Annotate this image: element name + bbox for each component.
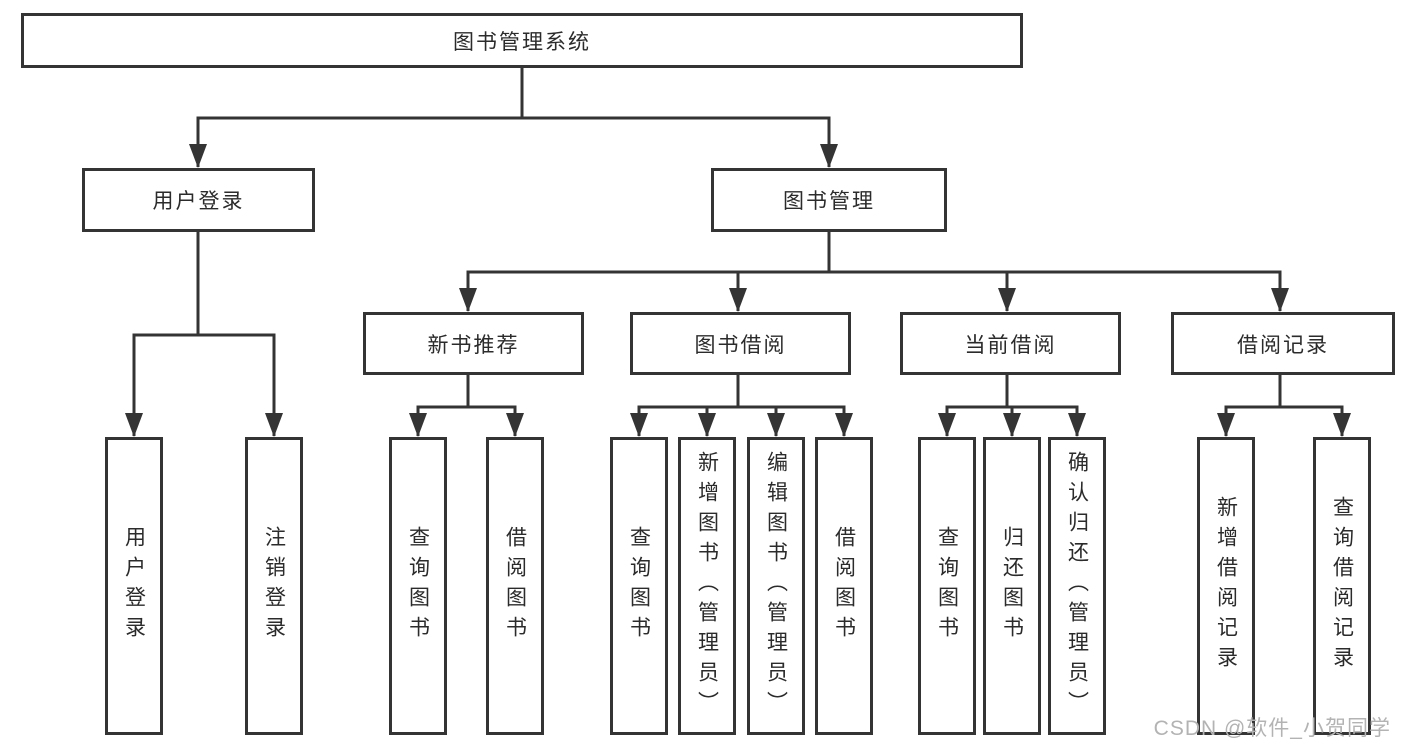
- node-leaf-return-books-label: 归还图书: [1000, 526, 1024, 646]
- node-leaf-logout-label: 注销登录: [262, 526, 286, 646]
- node-leaf-query-books-borrow: 查询图书: [610, 437, 668, 735]
- node-user-login-label: 用户登录: [152, 190, 245, 213]
- node-leaf-add-book-admin: 新增图书（管理员）: [678, 437, 736, 735]
- node-root: 图书管理系统: [21, 13, 1023, 68]
- branch-lines: [132, 66, 1344, 409]
- node-leaf-add-book-admin-label: 新增图书（管理员）: [695, 451, 719, 721]
- node-leaf-user-login: 用户登录: [105, 437, 163, 735]
- node-current-borrowing-label: 当前借阅: [964, 333, 1057, 357]
- node-leaf-add-borrow-record: 新增借阅记录: [1197, 437, 1255, 735]
- node-leaf-borrow-books-recommend: 借阅图书: [486, 437, 544, 735]
- node-book-management-label: 图书管理: [783, 190, 875, 213]
- node-leaf-borrow-books-label: 借阅图书: [832, 526, 856, 646]
- node-leaf-borrow-books-recommend-label: 借阅图书: [503, 526, 527, 646]
- node-leaf-user-login-label: 用户登录: [122, 526, 146, 646]
- node-new-book-recommend-label: 新书推荐: [427, 333, 520, 357]
- node-borrowing-records-label: 借阅记录: [1237, 333, 1329, 357]
- node-current-borrowing: 当前借阅: [900, 312, 1121, 375]
- node-leaf-query-books-current-label: 查询图书: [935, 526, 959, 646]
- arrow-stems: [125, 118, 1351, 437]
- node-borrowing-records: 借阅记录: [1171, 312, 1395, 375]
- node-leaf-add-borrow-record-label: 新增借阅记录: [1214, 496, 1238, 676]
- node-leaf-query-borrow-record-label: 查询借阅记录: [1330, 496, 1354, 676]
- node-new-book-recommend: 新书推荐: [363, 312, 584, 375]
- node-leaf-confirm-return-admin: 确认归还（管理员）: [1048, 437, 1106, 735]
- csdn-watermark: CSDN @软件_小贺同学: [1153, 717, 1391, 740]
- node-user-login: 用户登录: [82, 168, 315, 232]
- node-leaf-query-borrow-record: 查询借阅记录: [1313, 437, 1371, 735]
- node-book-borrowing-label: 图书借阅: [694, 333, 787, 357]
- node-leaf-return-books: 归还图书: [983, 437, 1041, 735]
- node-book-management: 图书管理: [711, 168, 947, 232]
- node-leaf-logout: 注销登录: [245, 437, 303, 735]
- node-leaf-query-books-borrow-label: 查询图书: [627, 526, 651, 646]
- node-leaf-confirm-return-admin-label: 确认归还（管理员）: [1065, 451, 1089, 721]
- node-leaf-query-books-recommend-label: 查询图书: [406, 526, 430, 646]
- node-book-borrowing: 图书借阅: [630, 312, 851, 375]
- node-leaf-edit-book-admin-label: 编辑图书（管理员）: [764, 451, 788, 721]
- node-root-label: 图书管理系统: [453, 30, 591, 54]
- node-leaf-borrow-books: 借阅图书: [815, 437, 873, 735]
- node-leaf-edit-book-admin: 编辑图书（管理员）: [747, 437, 805, 735]
- node-leaf-query-books-recommend: 查询图书: [389, 437, 447, 735]
- node-leaf-query-books-current: 查询图书: [918, 437, 976, 735]
